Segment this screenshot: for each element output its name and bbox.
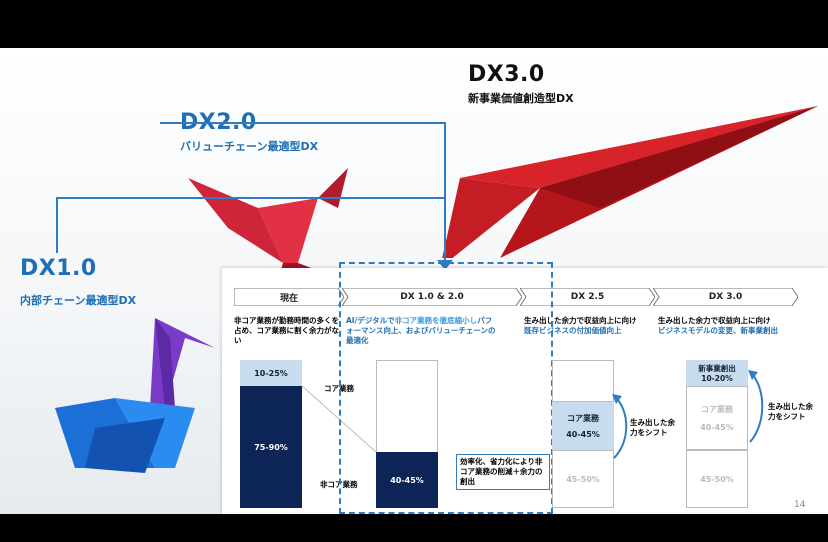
dx30-title: DX3.0 xyxy=(468,62,545,87)
desc-dx1: AI/デジタルで非コア業務を徹底縮小しパフォーマンス向上、およびバリューチェーン… xyxy=(346,316,496,345)
red-crane-icon xyxy=(188,168,348,280)
callout-shift-2: 生み出した余力をシフト xyxy=(768,402,813,421)
dx20-connector xyxy=(160,122,445,124)
phase-current: 現在 xyxy=(234,288,344,306)
phase-dx25: DX 2.5 xyxy=(520,288,655,306)
dx20-subtitle: バリューチェーン最適型DX xyxy=(180,140,319,153)
dx20-connector-vertical xyxy=(444,122,446,268)
bar-dx1-noncore: 40-45% xyxy=(376,452,438,508)
slide: DX3.0 新事業価値創造型DX DX2.0 バリューチェーン最適型DX DX1… xyxy=(0,48,828,514)
red-paper-plane-icon xyxy=(442,106,818,258)
label-noncore: 非コア業務 xyxy=(320,480,358,489)
desc-dx30: 生み出した余力で収益向上に向け ビジネスモデルの変更、新事業創出 xyxy=(658,316,778,335)
bar-current-core: 10-25% xyxy=(240,360,302,386)
callout-shift-1: 生み出した余力をシフト xyxy=(630,418,675,437)
dx10-connector-vertical xyxy=(56,197,58,253)
curved-arrow-icon-2 xyxy=(748,370,764,443)
dx30-subtitle: 新事業価値創造型DX xyxy=(468,92,574,105)
bar-current-noncore: 75-90% xyxy=(240,386,302,508)
bar-dx30-low: 45-50% xyxy=(686,450,748,508)
phase-dx30: DX 3.0 xyxy=(653,288,798,306)
desc-current: 非コア業務が勤務時間の多くを占め、コア業務に割く余力がない xyxy=(234,316,339,345)
blue-swan-icon xyxy=(55,318,215,473)
highlight-dx1-2 xyxy=(339,262,553,514)
roadmap-panel: 現在 DX 1.0 & 2.0 DX 2.5 DX 3.0 非コア業務が勤務時間… xyxy=(222,262,828,514)
curved-arrow-icon xyxy=(612,394,628,459)
page-number: 14 xyxy=(794,500,806,510)
bar-dx25-top xyxy=(552,360,614,402)
phase-dx1-2: DX 1.0 & 2.0 xyxy=(342,288,522,306)
dx10-connector xyxy=(56,197,446,199)
dx10-title: DX1.0 xyxy=(20,256,97,281)
desc-dx25: 生み出した余力で収益向上に向け 既存ビジネスの付加価値向上 xyxy=(524,316,637,335)
bar-dx25-low: 45-50% xyxy=(552,450,614,508)
dx10-subtitle: 内部チェーン最適型DX xyxy=(20,294,137,307)
callout-efficiency: 効率化、省力化により非コア業務の削減＋余力の創出 xyxy=(456,454,550,490)
